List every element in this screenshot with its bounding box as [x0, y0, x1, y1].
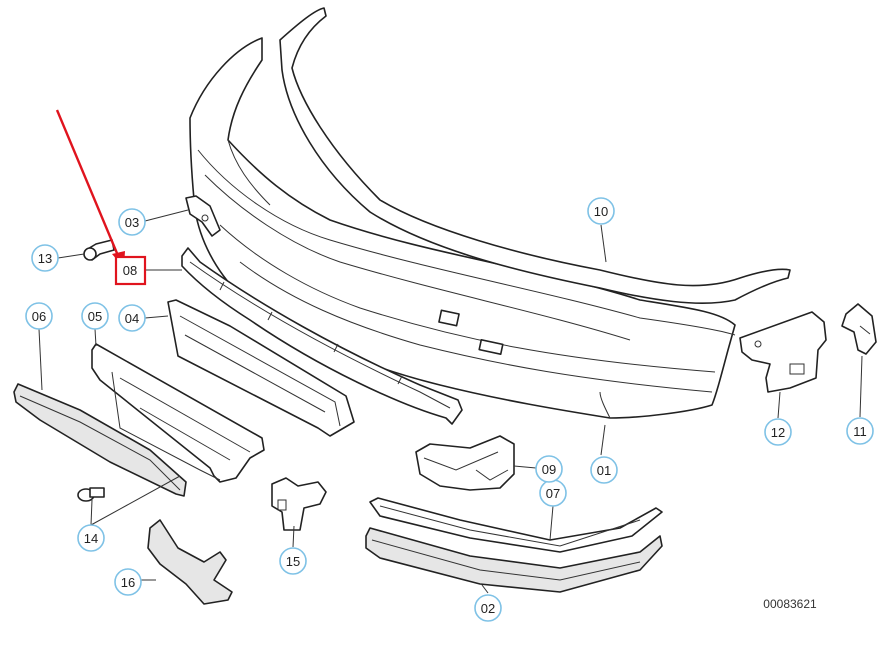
bumper-cover-part [189, 37, 736, 419]
callout-label: 06 [32, 309, 46, 324]
callout-label: 07 [546, 486, 560, 501]
callout-14[interactable]: 14 [77, 524, 105, 552]
callout-10[interactable]: 10 [587, 197, 615, 225]
air-duct-part [415, 435, 515, 491]
callout-09[interactable]: 09 [535, 455, 563, 483]
callout-02[interactable]: 02 [474, 594, 502, 622]
callout-label: 10 [594, 204, 608, 219]
callout-label: 03 [125, 215, 139, 230]
callout-06[interactable]: 06 [25, 302, 53, 330]
callout-label: 11 [853, 424, 867, 439]
callout-label: 12 [771, 425, 785, 440]
spoiler-lip-part [13, 383, 187, 497]
mounting-rail-part [181, 247, 463, 425]
callout-07[interactable]: 07 [539, 479, 567, 507]
bracket-part [185, 195, 221, 237]
callout-label: 14 [84, 531, 98, 546]
callout-05[interactable]: 05 [81, 302, 109, 330]
seal-strip-part [279, 7, 791, 304]
callout-label: 15 [286, 554, 300, 569]
callout-13[interactable]: 13 [31, 244, 59, 272]
callout-01[interactable]: 01 [590, 456, 618, 484]
callout-12[interactable]: 12 [764, 418, 792, 446]
callout-16[interactable]: 16 [114, 568, 142, 596]
callout-label: 04 [125, 311, 139, 326]
leader-lines [38, 209, 863, 594]
rivet-part [77, 487, 105, 502]
callout-08-highlighted[interactable]: 08 [114, 255, 147, 286]
holder-part [271, 477, 327, 531]
deflector-part [147, 519, 233, 605]
diagram-reference-number: 00083621 [763, 597, 817, 611]
callout-label: 09 [542, 462, 556, 477]
callout-04[interactable]: 04 [118, 304, 146, 332]
callout-label: 16 [121, 575, 135, 590]
lower-moulding-part [365, 527, 663, 593]
trim-strip-part [369, 497, 663, 553]
callout-label: 01 [597, 463, 611, 478]
side-bracket-part [739, 311, 827, 393]
callout-label: 08 [123, 263, 137, 278]
callout-03[interactable]: 03 [118, 208, 146, 236]
callout-15[interactable]: 15 [279, 547, 307, 575]
clip-part [841, 303, 877, 355]
grille-insert-part [91, 343, 265, 483]
callout-label: 02 [481, 601, 495, 616]
screw-part [83, 239, 115, 261]
grille-frame-part [167, 299, 355, 437]
highlight-arrow [55, 109, 125, 268]
callout-label: 13 [38, 251, 52, 266]
callout-label: 05 [88, 309, 102, 324]
callout-11[interactable]: 11 [846, 417, 874, 445]
